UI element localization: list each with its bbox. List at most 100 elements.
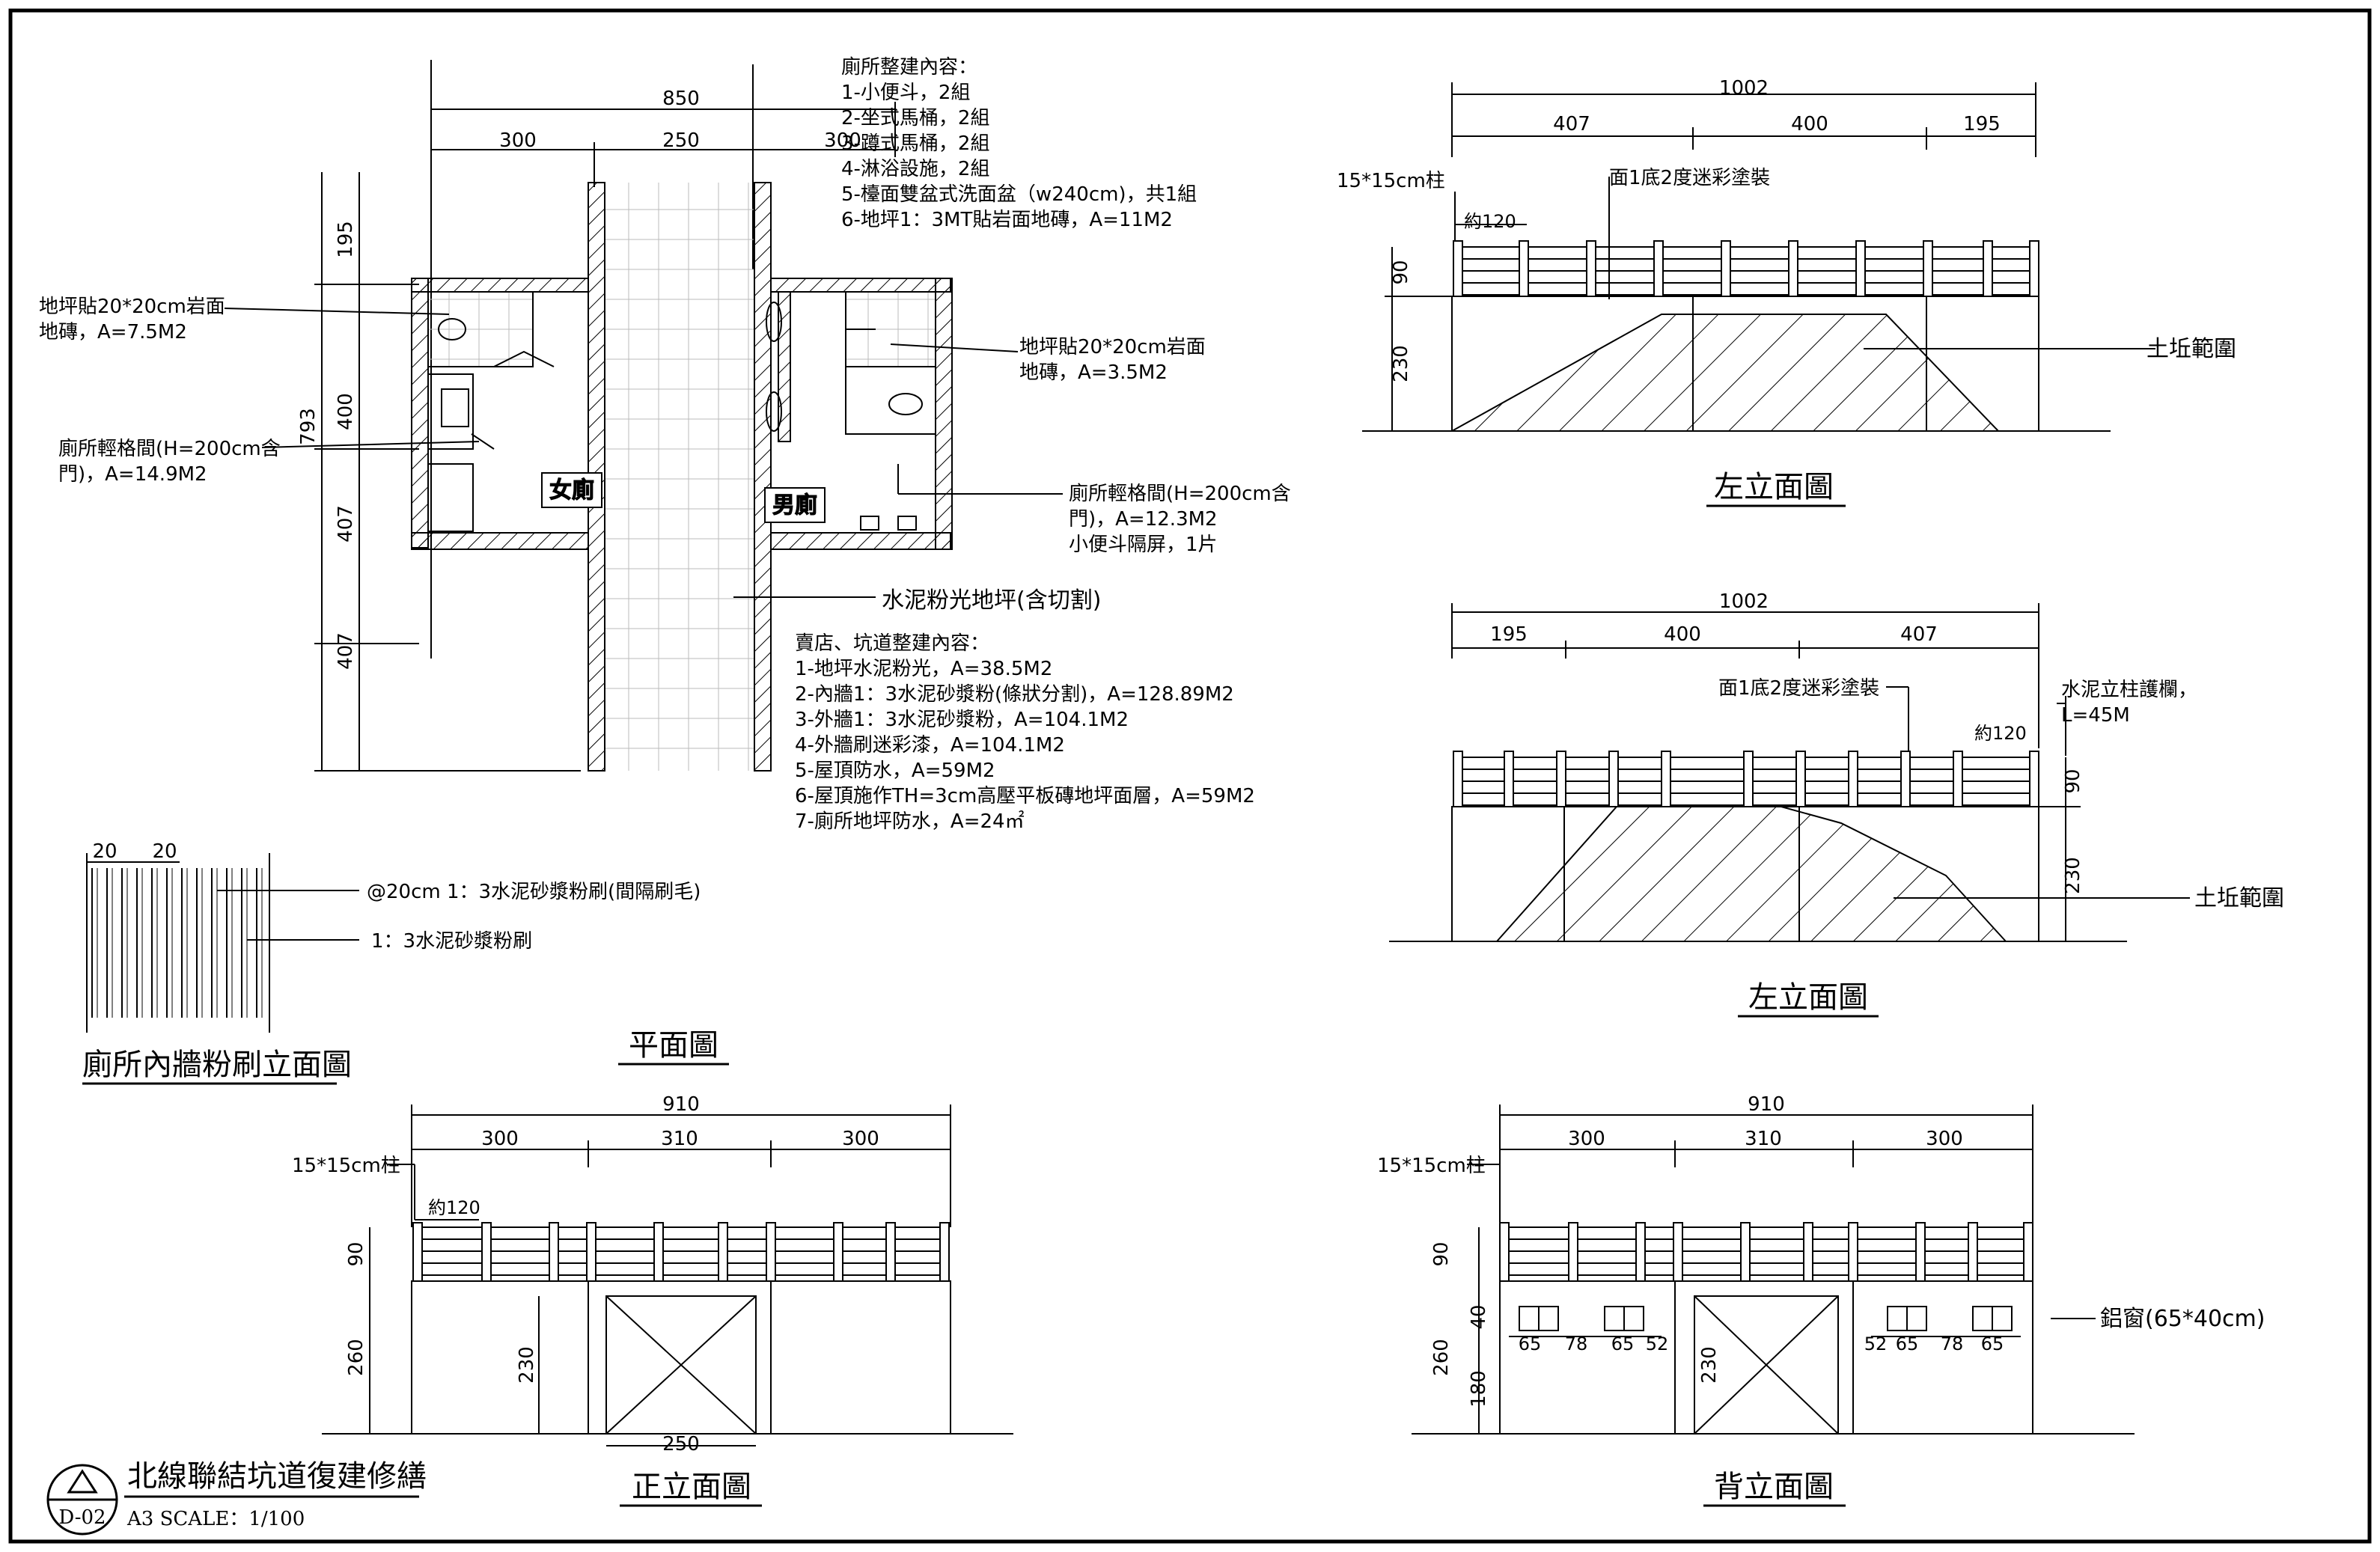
le1-total: 1002 <box>1719 77 1769 100</box>
plan-dim-total: 850 <box>662 88 700 110</box>
wall-dim-b: 20 <box>152 840 177 863</box>
shop-note-5: 5-屋頂防水，A=59M2 <box>795 760 995 782</box>
corridor-floor <box>605 183 754 771</box>
sheet-marker-arrow-icon <box>67 1469 98 1494</box>
be-h-win: 40 <box>1468 1304 1490 1329</box>
shop-note-1: 1-地坪水泥粉光，A=38.5M2 <box>795 658 1052 680</box>
back-elev-title: 背立面圖 <box>1714 1470 1834 1504</box>
toilet-note-3: 3-蹲式馬桶，2組 <box>841 132 989 155</box>
womens-toilet: 女廁 <box>427 291 602 532</box>
be-win-right-2: 78 <box>1941 1333 1964 1354</box>
be-d2: 310 <box>1745 1128 1782 1150</box>
floor-plan: 850 300 250 300 793 195 400 407 407 <box>39 56 1291 1066</box>
be-win-left-0: 65 <box>1519 1333 1542 1354</box>
toilet-note-0: 廁所整建內容： <box>841 56 977 79</box>
fe-h-wall: 260 <box>345 1339 367 1376</box>
note-floor-left-2: 地磚，A=7.5M2 <box>39 321 187 343</box>
wall-detail-title: 廁所內牆粉刷立面圖 <box>82 1048 352 1082</box>
front-elev-title: 正立面圖 <box>632 1470 751 1504</box>
plan-leaders <box>224 308 1063 598</box>
be-win-left-2: 65 <box>1611 1333 1635 1354</box>
toilet-note-4: 4-淋浴設施，2組 <box>841 158 989 180</box>
fe-post-label: 15*15cm柱 <box>292 1155 400 1177</box>
plan-dim-left: 300 <box>499 129 537 152</box>
sheet-scale: A3 SCALE：1/100 <box>126 1508 305 1530</box>
toilet-note-1: 1-小便斗，2組 <box>841 82 970 104</box>
note-cement-floor: 水泥粉光地坪(含切割) <box>882 587 1101 614</box>
le2-h-rail: 90 <box>2062 769 2084 793</box>
le1-h-wall: 230 <box>1390 345 1412 382</box>
be-post-label: 15*15cm柱 <box>1377 1155 1486 1177</box>
toilet-note-6: 6-地坪1：3MT貼岩面地磚，A=11M2 <box>841 209 1173 231</box>
wall-note-2: 1：3水泥砂漿粉刷 <box>371 930 532 953</box>
plan-dimensions <box>314 60 896 772</box>
shop-note-6: 6-屋頂施作TH=3cm高壓平板磚地坪面層，A=59M2 <box>795 785 1255 807</box>
be-window-note: 鋁窗(65*40cm) <box>2100 1306 2265 1332</box>
le2-soil: 土坵範圍 <box>2194 885 2284 911</box>
le1-soil: 土坵範圍 <box>2146 336 2236 362</box>
front-railing-posts <box>412 1222 950 1282</box>
aluminum-windows <box>1519 1306 2013 1331</box>
le2-railing-1: 水泥立柱護欄， <box>2061 679 2197 701</box>
mens-toilet: 男廁 <box>764 291 936 531</box>
shop-notes: 賣店、坑道整建內容： 1-地坪水泥粉光，A=38.5M2 2-內牆1：3水泥砂漿… <box>795 632 1255 833</box>
be-win-right-0: 52 <box>1864 1333 1888 1354</box>
railing-posts-2 <box>1453 751 2039 807</box>
fe-d2: 310 <box>661 1128 698 1150</box>
sheet-border <box>8 8 2372 1544</box>
be-total: 910 <box>1748 1093 1785 1116</box>
plan-dim-v-total: 793 <box>297 408 320 445</box>
le2-total: 1002 <box>1719 590 1769 613</box>
back-railing-posts <box>1499 1222 2033 1282</box>
note-partition-left-1: 廁所輕格間(H=200cm含 <box>58 438 281 460</box>
plan-dim-mid: 250 <box>662 129 700 152</box>
shop-note-7: 7-廁所地坪防水，A=24㎡ <box>795 810 1025 833</box>
be-h-wall: 260 <box>1430 1339 1453 1376</box>
le1-paint: 面1底2度迷彩塗裝 <box>1609 167 1770 189</box>
plan-dim-v1: 195 <box>335 221 357 258</box>
le2-d1: 195 <box>1490 623 1528 646</box>
le2-d3: 407 <box>1900 623 1938 646</box>
be-win-left-1: 78 <box>1565 1333 1588 1354</box>
toilet-note-5: 5-檯面雙盆式洗面盆（w240cm)，共1組 <box>841 183 1197 206</box>
shop-note-0: 賣店、坑道整建內容： <box>795 632 989 655</box>
fe-door-w: 250 <box>662 1433 700 1455</box>
shop-note-2: 2-內牆1：3水泥砂漿粉(條狀分割)，A=128.89M2 <box>795 683 1234 706</box>
title-block: D-02 北線聯結坑道復建修繕 A3 SCALE：1/100 <box>46 1459 427 1536</box>
le1-d2: 400 <box>1791 113 1828 135</box>
note-floor-left-1: 地坪貼20*20cm岩面 <box>39 296 225 318</box>
le2-h-wall: 230 <box>2062 857 2084 894</box>
le2-paint: 面1底2度迷彩塗裝 <box>1718 677 1879 700</box>
plan-title: 平面圖 <box>629 1028 718 1063</box>
note-floor-right-1: 地坪貼20*20cm岩面 <box>1019 336 1206 358</box>
note-partition-right-2: 門)，A=12.3M2 <box>1069 508 1218 531</box>
le1-title: 左立面圖 <box>1714 470 1834 504</box>
toilet-notes: 廁所整建內容： 1-小便斗，2組 2-坐式馬桶，2組 3-蹲式馬桶，2組 4-淋… <box>841 56 1197 231</box>
be-win-left-3: 52 <box>1646 1333 1669 1354</box>
room-label-men: 男廁 <box>772 492 817 519</box>
fe-d3: 300 <box>842 1128 879 1150</box>
note-floor-right-2: 地磚，A=3.5M2 <box>1019 361 1168 384</box>
fe-spacing: 約120 <box>428 1197 480 1218</box>
le1-post-label: 15*15cm柱 <box>1337 170 1445 192</box>
be-d3: 300 <box>1926 1128 1963 1150</box>
railing-posts-1 <box>1453 240 2039 297</box>
le1-spacing: 約120 <box>1464 211 1516 232</box>
le1-d3: 195 <box>1963 113 2001 135</box>
le1-h-rail: 90 <box>1390 260 1412 284</box>
le2-railing-2: L=45M <box>2061 704 2130 727</box>
be-win-right-1: 65 <box>1896 1333 1919 1354</box>
left-elevation-1: 1002 407 400 195 15*15cm柱 約120 面1底2度迷彩塗裝… <box>1337 77 2236 507</box>
fe-h-rail: 90 <box>345 1241 367 1266</box>
le2-d2: 400 <box>1664 623 1701 646</box>
back-elevation: 910 300 310 300 15*15cm柱 90 260 40 180 2… <box>1377 1093 2265 1507</box>
shop-note-3: 3-外牆1：3水泥砂漿粉，A=104.1M2 <box>795 709 1129 731</box>
be-h-rail: 90 <box>1430 1241 1453 1266</box>
note-partition-left-2: 門)，A=14.9M2 <box>58 463 207 486</box>
be-win-right-3: 65 <box>1981 1333 2004 1354</box>
shop-note-4: 4-外牆刷迷彩漆，A=104.1M2 <box>795 734 1065 757</box>
left-elevation-2: 1002 195 400 407 面1底2度迷彩塗裝 水泥立柱護欄， L=45M… <box>1389 590 2284 1018</box>
fe-d1: 300 <box>481 1128 519 1150</box>
wall-dim-a: 20 <box>92 840 117 863</box>
